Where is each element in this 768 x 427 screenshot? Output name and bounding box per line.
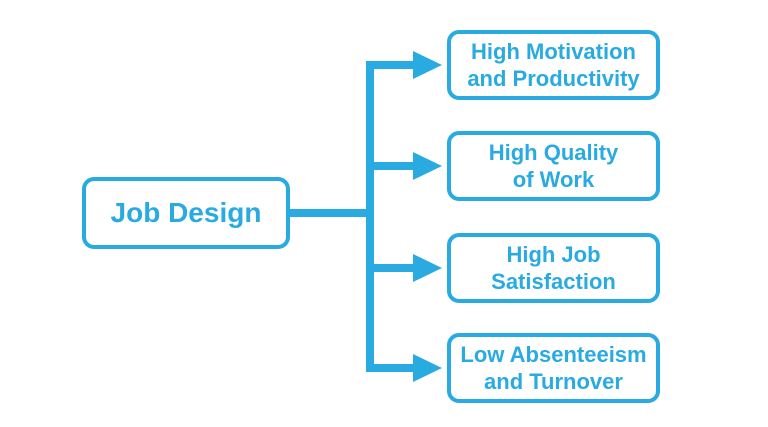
outcome-node-high-motivation: High Motivation and Productivity [447,30,660,100]
outcome-label-line: and Productivity [467,66,640,91]
outcome-label-line: High Job [506,242,601,267]
arrowhead-icon [413,51,442,79]
arrowhead-icon [413,152,442,180]
outcome-node-low-absenteeism: Low Absenteeism and Turnover [447,333,660,403]
outcome-node-high-satisfaction: High Job Satisfaction [447,233,660,303]
outcome-label-line: Low Absenteeism [460,342,647,367]
job-design-node: Job Design [82,177,290,249]
outcome-label-line: High Quality [488,140,619,165]
arrowhead-icon [413,354,442,382]
outcome-label-line: High Motivation [471,39,636,64]
outcome-label-line: Satisfaction [491,269,616,294]
job-design-label: Job Design [110,197,262,228]
arrowhead-icon [413,254,442,282]
outcome-node-high-quality: High Quality of Work [447,131,660,201]
outcome-label-line: and Turnover [484,369,623,394]
outcome-label-line: of Work [512,167,595,192]
